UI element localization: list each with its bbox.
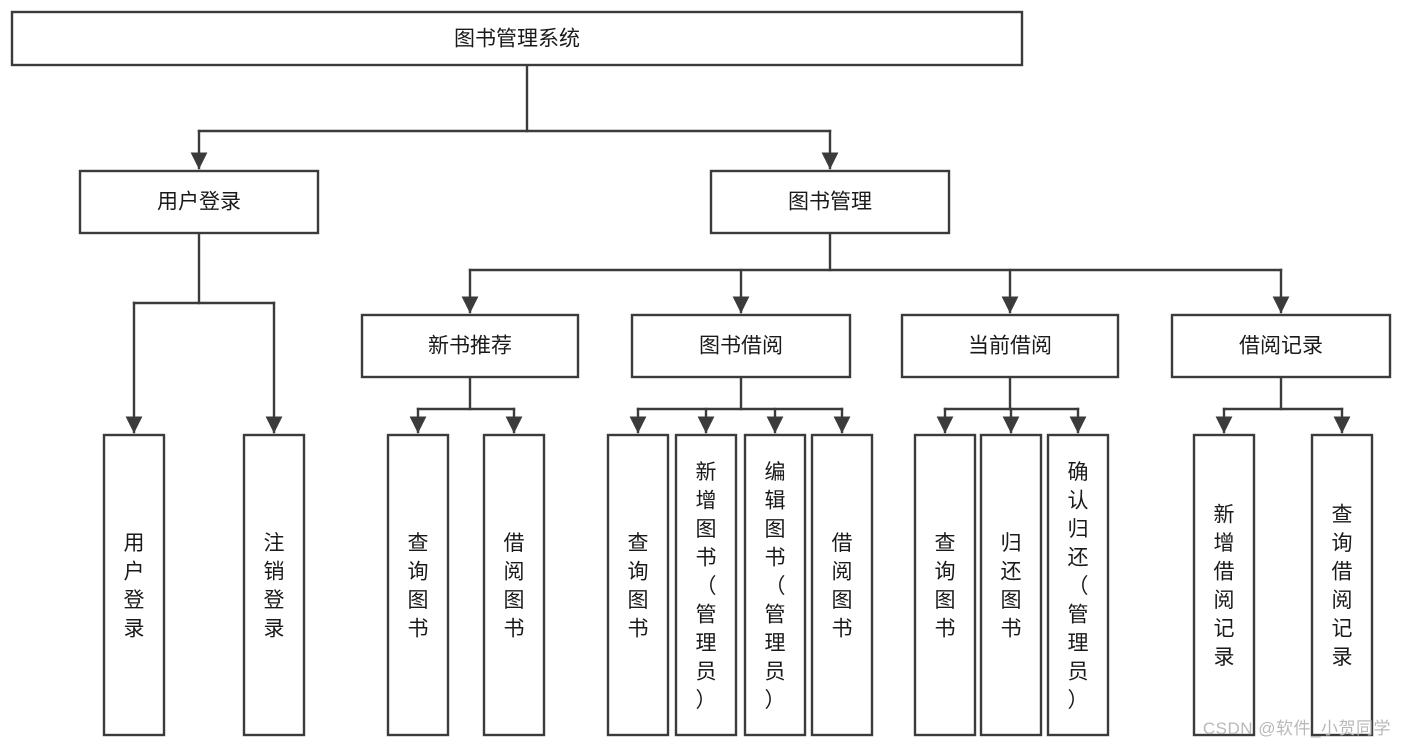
leaf-query-borrow-record[interactable]: 查询借阅记录 <box>1310 433 1374 737</box>
leaf-borrow-book-box[interactable] <box>810 433 874 737</box>
connector-group-current <box>936 375 1087 434</box>
leaf-return-book-label: 归还图书 <box>1001 532 1022 641</box>
leaf-user-login-label: 用户登录 <box>124 532 145 641</box>
connector-group-new-book <box>409 375 523 434</box>
leaf-user-login-box[interactable] <box>102 433 166 737</box>
leaf-confirm-return-admin-box[interactable] <box>1046 433 1110 737</box>
leaf-logout-login[interactable]: 注销登录 <box>242 433 306 737</box>
leaf-add-book-admin[interactable]: 新增图书（管理员） <box>674 433 738 737</box>
connector-group-borrow <box>629 375 851 434</box>
leaf-add-book-admin-label: 新增图书（管理员） <box>696 461 717 712</box>
node-book-borrow-label: 图书借阅 <box>699 335 783 358</box>
watermark-text: CSDN @软件_小贺同学 <box>1202 719 1391 738</box>
leaf-query-book-borrow-label: 查询图书 <box>628 532 649 641</box>
node-new-book-recommend[interactable]: 新书推荐 <box>360 313 580 379</box>
node-current-borrow-label: 当前借阅 <box>968 335 1052 358</box>
connector-group-book-manage <box>461 231 1290 314</box>
leaf-query-book-current-box[interactable] <box>913 433 977 737</box>
node-new-book-recommend-label: 新书推荐 <box>428 335 512 358</box>
node-new-book-recommend-box[interactable] <box>360 313 580 379</box>
leaf-query-book-newbook[interactable]: 查询图书 <box>386 433 450 737</box>
leaf-query-borrow-record-box[interactable] <box>1310 433 1374 737</box>
leaf-user-login[interactable]: 用户登录 <box>102 433 166 737</box>
node-borrow-records[interactable]: 借阅记录 <box>1170 313 1392 379</box>
node-borrow-records-label: 借阅记录 <box>1239 335 1323 358</box>
connector-group-root <box>190 63 839 170</box>
leaf-return-book-box[interactable] <box>979 433 1043 737</box>
leaf-borrow-book[interactable]: 借阅图书 <box>810 433 874 737</box>
node-root[interactable]: 图书管理系统 <box>10 10 1024 67</box>
node-book-manage-box[interactable] <box>709 169 951 235</box>
node-book-manage-label: 图书管理 <box>788 191 872 214</box>
leaf-add-book-admin-box[interactable] <box>674 433 738 737</box>
leaf-query-borrow-record-label: 查询借阅记录 <box>1332 504 1353 670</box>
leaf-query-book-borrow-box[interactable] <box>606 433 670 737</box>
node-user-login-box[interactable] <box>78 169 320 235</box>
leaf-borrow-book-newbook-box[interactable] <box>482 433 546 737</box>
leaf-borrow-book-newbook[interactable]: 借阅图书 <box>482 433 546 737</box>
leaf-query-book-newbook-box[interactable] <box>386 433 450 737</box>
node-book-manage[interactable]: 图书管理 <box>709 169 951 235</box>
leaf-add-borrow-record-label: 新增借阅记录 <box>1214 504 1235 670</box>
node-user-login[interactable]: 用户登录 <box>78 169 320 235</box>
leaf-confirm-return-admin-label: 确认归还（管理员） <box>1068 461 1089 712</box>
node-root-box[interactable] <box>10 10 1024 67</box>
leaf-borrow-book-label: 借阅图书 <box>832 532 853 641</box>
leaf-edit-book-admin[interactable]: 编辑图书（管理员） <box>743 433 807 737</box>
leaf-add-borrow-record-box[interactable] <box>1192 433 1256 737</box>
leaf-query-book-current-label: 查询图书 <box>935 532 956 641</box>
connector-group-user-login <box>125 231 283 434</box>
leaf-query-book-borrow[interactable]: 查询图书 <box>606 433 670 737</box>
node-current-borrow-box[interactable] <box>900 313 1120 379</box>
node-root-label: 图书管理系统 <box>454 28 580 51</box>
node-current-borrow[interactable]: 当前借阅 <box>900 313 1120 379</box>
leaf-query-book-current[interactable]: 查询图书 <box>913 433 977 737</box>
node-book-borrow-box[interactable] <box>630 313 852 379</box>
leaf-borrow-book-newbook-label: 借阅图书 <box>504 532 525 641</box>
node-borrow-records-box[interactable] <box>1170 313 1392 379</box>
leaf-edit-book-admin-box[interactable] <box>743 433 807 737</box>
leaf-add-borrow-record[interactable]: 新增借阅记录 <box>1192 433 1256 737</box>
leaf-edit-book-admin-label: 编辑图书（管理员） <box>765 461 786 712</box>
leaf-return-book[interactable]: 归还图书 <box>979 433 1043 737</box>
leaf-query-book-newbook-label: 查询图书 <box>408 532 429 641</box>
leaf-logout-login-box[interactable] <box>242 433 306 737</box>
node-book-borrow[interactable]: 图书借阅 <box>630 313 852 379</box>
node-user-login-label: 用户登录 <box>157 191 241 214</box>
leaf-logout-login-label: 注销登录 <box>264 532 285 641</box>
leaf-confirm-return-admin[interactable]: 确认归还（管理员） <box>1046 433 1110 737</box>
connector-group-records <box>1215 375 1351 434</box>
